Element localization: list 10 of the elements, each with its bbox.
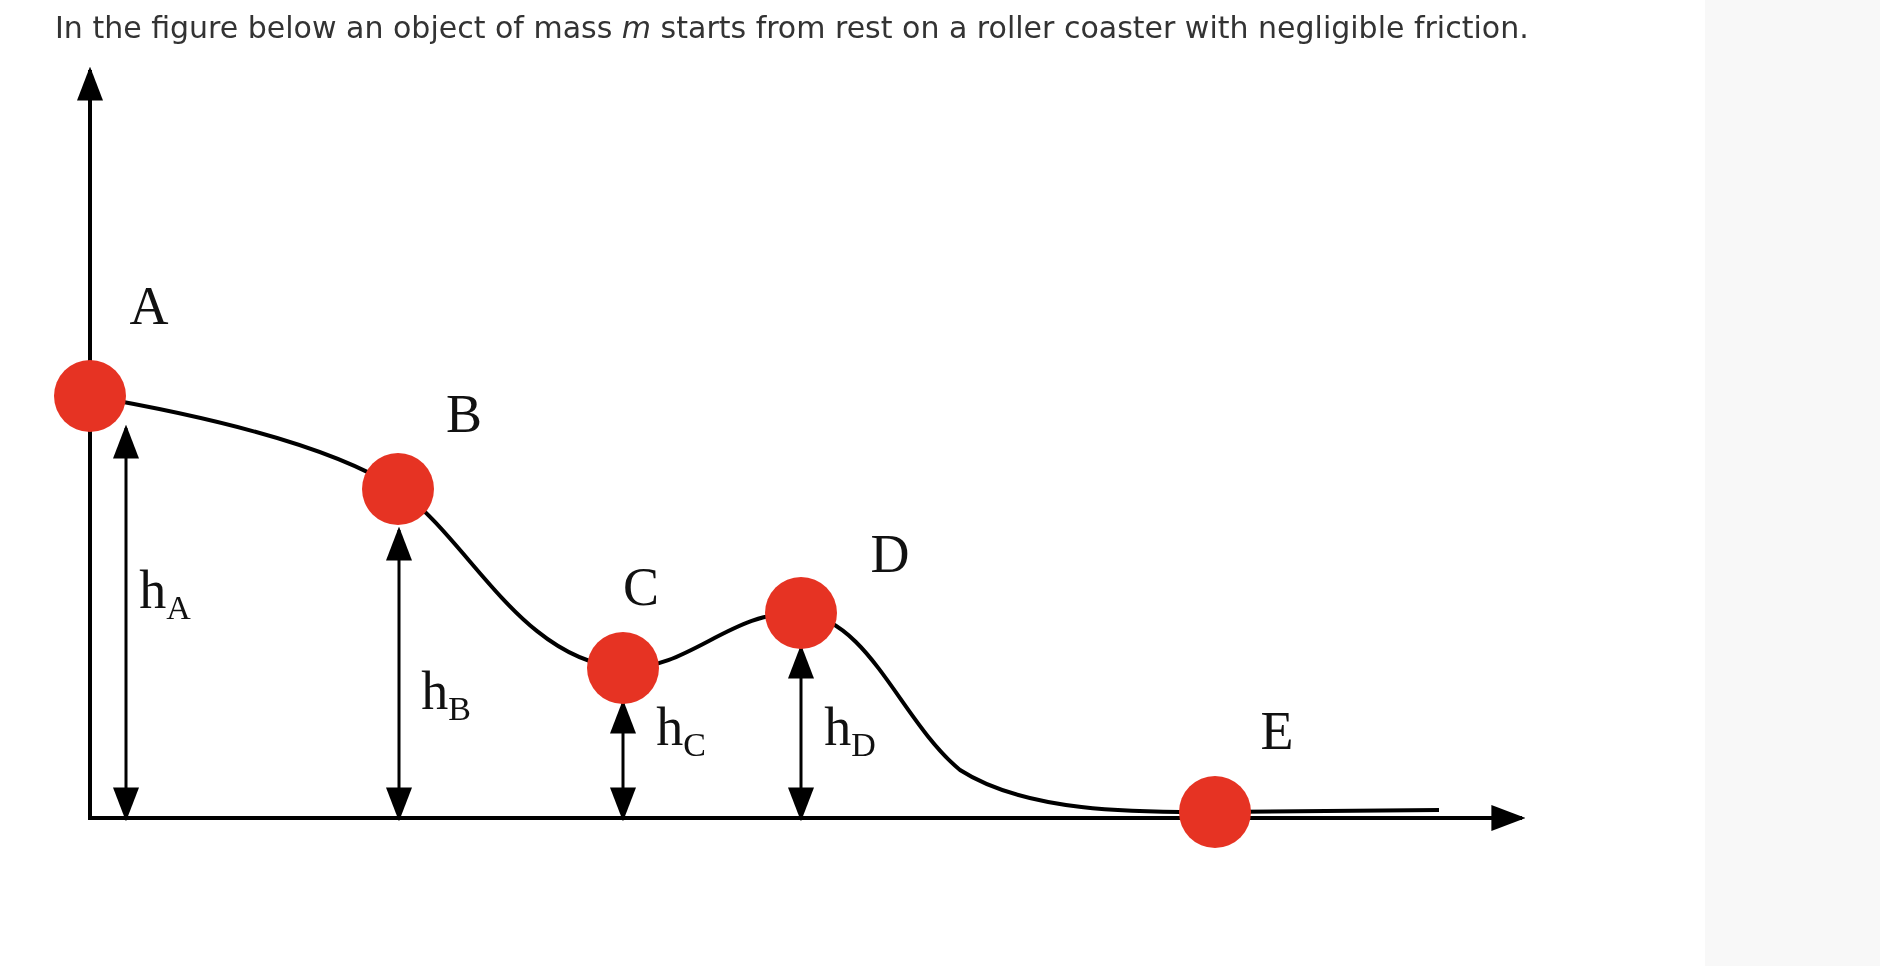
height-label: h$_{C}$ [656,699,706,763]
point-label: C [623,560,659,614]
height-label: h$_{A}$ [139,562,191,626]
point-label: E [1260,704,1294,758]
height-label: h$_{B}$ [421,663,471,727]
point-label: B [446,387,482,441]
point-label: A [129,279,169,333]
height-label: h$_{D}$ [824,699,876,763]
problem-statement: In the figure below an object of mass m starts from rest on a roller coaster with negligible friction. [55,10,1529,45]
point-label: D [870,527,910,581]
